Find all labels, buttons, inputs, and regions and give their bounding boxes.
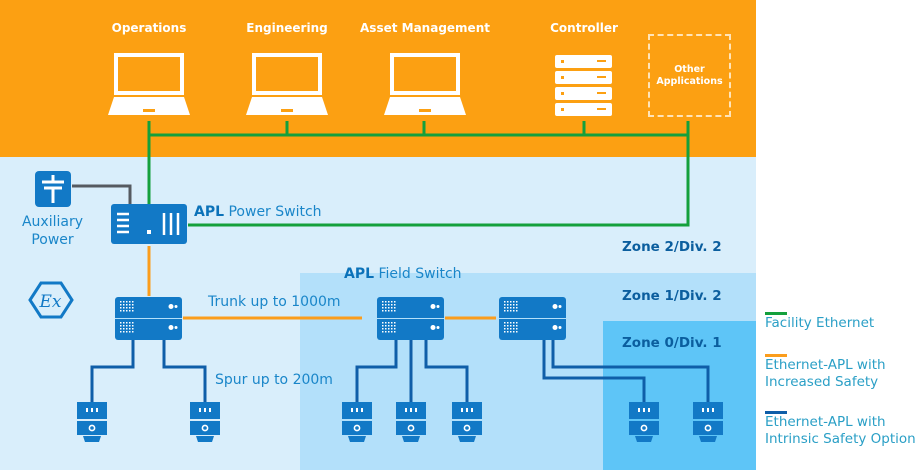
station-label-operations: Operations [111,21,187,35]
control-room-band [0,0,756,157]
power-supply-icon [35,171,71,207]
legend-label-line2: Intrinsic Safety Option [765,431,916,447]
other-applications-line1: Other [674,63,705,75]
zone-1-label: Zone 1/Div. 2 [622,288,722,304]
zone-2-label: Zone 2/Div. 2 [622,239,722,255]
legend-label-line2: Increased Safety [765,374,879,390]
apl-spur-lines [90,340,710,402]
apl-power-switch-label: APL Power Switch [194,204,322,220]
field-device-icon [629,402,659,442]
power-switch-text: Power Switch [224,204,322,220]
other-applications-line2: Applications [656,75,723,87]
server-rack-icon [555,55,612,116]
apl-increased-safety-lines [147,246,496,320]
apl-power-switch-icon [111,204,187,244]
zone-0-area [603,321,756,470]
legend-item-facility-ethernet: Facility Ethernet [765,312,924,332]
legend: Facility Ethernet Ethernet-APL with Incr… [765,312,924,448]
svg-text:Ex: Ex [39,292,62,312]
field-device-icon [693,402,723,442]
legend-swatch-orange [765,354,787,357]
aux-power-line [72,184,132,206]
laptop-icon [246,53,328,115]
auxiliary-power-label: Auxiliary Power [10,213,95,249]
legend-swatch-green [765,312,787,315]
field-device-icon [342,402,372,442]
legend-label-line1: Ethernet-APL with [765,414,886,430]
laptop-icon [108,53,190,115]
apl-prefix: APL [344,266,375,282]
legend-label-line1: Ethernet-APL with [765,357,886,373]
legend-item-increased-safety: Ethernet-APL with Increased Safety [765,354,924,391]
facility-ethernet-lines [147,121,690,227]
station-label-engineering: Engineering [246,21,328,35]
auxiliary-power-line1: Auxiliary [21,214,84,230]
auxiliary-power-line2: Power [31,232,74,248]
apl-field-switch-icon [377,297,444,340]
field-device-icon [190,402,220,442]
apl-field-switch-icon [115,297,182,340]
legend-item-intrinsic-safety: Ethernet-APL with Intrinsic Safety Optio… [765,411,924,448]
legend-swatch-blue [765,411,787,414]
trunk-annotation: Trunk up to 1000m [208,294,341,310]
apl-prefix: APL [194,204,225,220]
ex-hazard-icon: Ex [28,281,74,319]
apl-field-switch-label: APL Field Switch [344,266,462,282]
laptop-icon [384,53,466,115]
other-applications-box: Other Applications [648,34,731,117]
station-label-controller: Controller [550,21,618,35]
zone-0-label: Zone 0/Div. 1 [622,335,722,351]
apl-field-switch-icon [499,297,566,340]
field-switch-text: Field Switch [374,266,462,282]
field-device-icon [396,402,426,442]
legend-label: Facility Ethernet [765,315,875,331]
station-label-asset-management: Asset Management [360,21,490,35]
field-device-icon [452,402,482,442]
field-device-icon [77,402,107,442]
spur-annotation: Spur up to 200m [215,372,333,388]
